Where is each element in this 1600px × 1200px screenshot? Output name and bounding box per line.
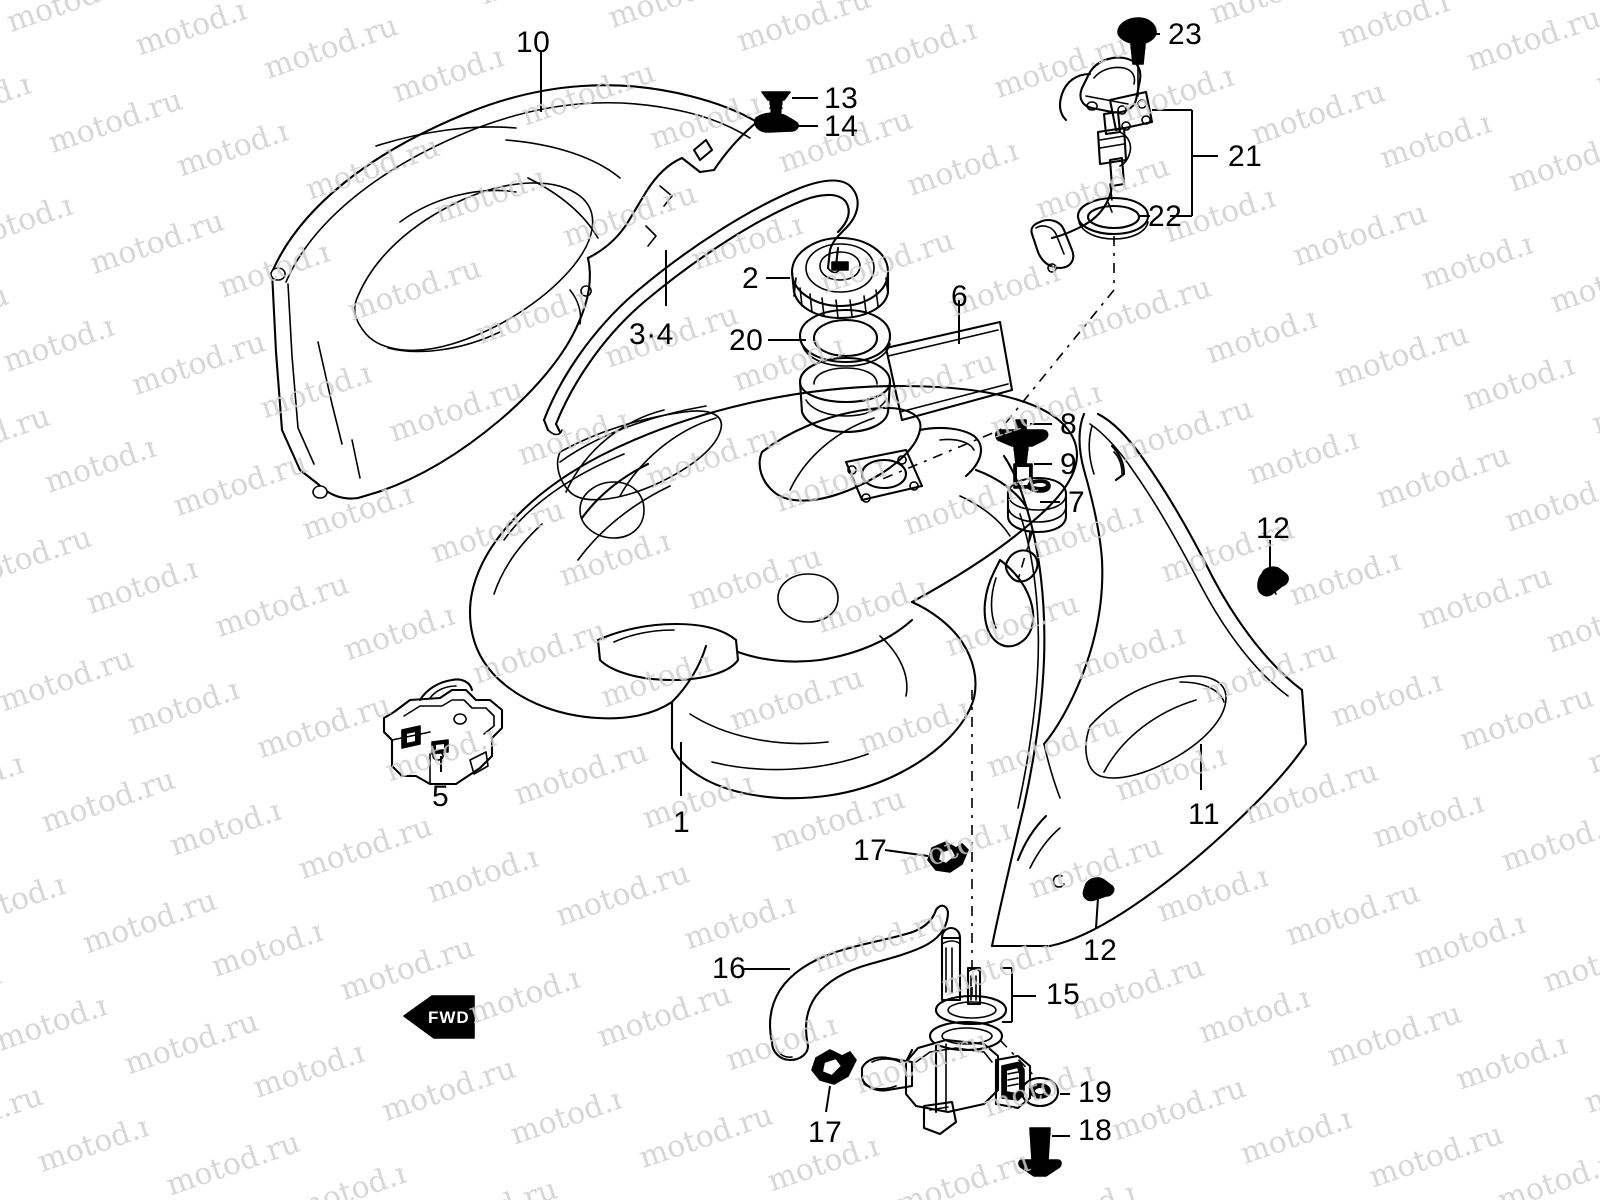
callout-cover-right: 11 bbox=[1188, 798, 1221, 831]
callout-cock-gasket: 15 bbox=[1046, 978, 1081, 1011]
callout-cover-pin: 14 bbox=[824, 110, 859, 143]
part-filler-neck bbox=[798, 356, 892, 434]
part-fuel-breather-hose bbox=[542, 179, 859, 436]
fwd-arrow-label: FWD bbox=[428, 1008, 470, 1027]
callout-cover-left: 10 bbox=[516, 26, 551, 59]
callout-clip-upper: 12 bbox=[1256, 512, 1291, 545]
part-cover-screw bbox=[761, 91, 791, 117]
callout-fuel-tank: 1 bbox=[673, 806, 691, 839]
centerline-grommet bbox=[1017, 531, 1033, 581]
callout-hose-clamp-upper: 17 bbox=[853, 834, 888, 867]
callout-spacer: 9 bbox=[1060, 448, 1078, 481]
callout-gauge-screw: 23 bbox=[1168, 18, 1203, 51]
part-fuel-gauge-o-ring bbox=[1076, 196, 1150, 240]
part-hose-clamp-lower bbox=[811, 1049, 857, 1085]
part-cover-clip-lower bbox=[1082, 877, 1115, 902]
callout-bracket: 5 bbox=[432, 780, 450, 813]
part-fuel-tank-cap bbox=[790, 236, 890, 320]
callout-cushion-grommet: 7 bbox=[1068, 486, 1086, 519]
part-hose-clamp-upper bbox=[927, 841, 969, 873]
callout-cap-o-ring: 20 bbox=[729, 324, 764, 357]
leader-lines bbox=[440, 33, 1271, 1137]
part-cover-left bbox=[270, 84, 759, 500]
part-cover-pin bbox=[753, 112, 799, 133]
callout-mounting-bolt: 8 bbox=[1060, 408, 1078, 441]
part-fuel-tank bbox=[468, 384, 1078, 800]
callout-cock-bolt: 18 bbox=[1078, 1114, 1113, 1147]
part-mounting-bolt bbox=[995, 419, 1049, 465]
part-fuel-cock-washer bbox=[1020, 1076, 1060, 1108]
callout-fuel-cap: 2 bbox=[742, 262, 760, 295]
part-cover-clip-upper bbox=[1257, 566, 1289, 597]
part-cover-right bbox=[990, 412, 1308, 948]
part-fuel-hose bbox=[769, 904, 950, 1062]
callout-breather-hose: 3·4 bbox=[629, 318, 674, 351]
callout-cushion-plate: 6 bbox=[951, 280, 969, 313]
callout-hose-clamp-lower: 17 bbox=[808, 1116, 843, 1149]
callout-gauge-o-ring: 22 bbox=[1148, 200, 1183, 233]
callout-clip-lower: 12 bbox=[1083, 934, 1118, 967]
part-tank-bracket bbox=[382, 678, 504, 786]
callout-fuel-hose: 16 bbox=[712, 952, 747, 985]
part-fuel-level-gauge-assembly bbox=[1030, 56, 1154, 273]
callout-fuel-gauge-assembly: 21 bbox=[1228, 140, 1263, 173]
part-cushion-plate bbox=[884, 320, 1014, 422]
callout-washer: 19 bbox=[1078, 1076, 1113, 1109]
